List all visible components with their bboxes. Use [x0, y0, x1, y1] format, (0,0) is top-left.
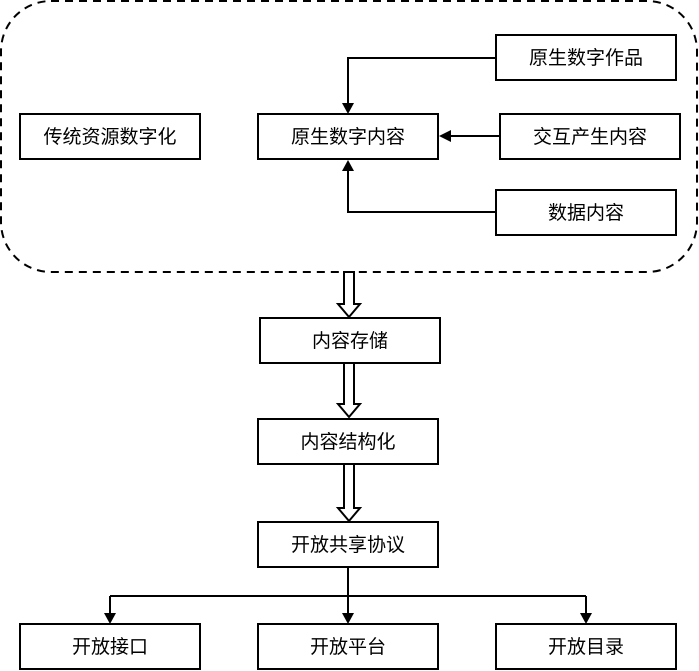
connector-data-to-native: [342, 160, 496, 213]
node-data-content: 数据内容: [495, 189, 677, 236]
connector-interactive-to-native: [439, 130, 500, 142]
node-content-structuring-label: 内容结构化: [300, 431, 395, 453]
node-native-digital-content-label: 原生数字内容: [291, 126, 405, 148]
node-native-digital-content: 原生数字内容: [257, 113, 439, 160]
node-open-interface-label: 开放接口: [72, 636, 148, 658]
flow-arrow-group-to-storage: [335, 271, 363, 319]
node-data-content-label: 数据内容: [548, 202, 624, 224]
connector-works-to-native: [342, 57, 496, 114]
node-interactive-content: 交互产生内容: [499, 113, 681, 160]
node-open-interface: 开放接口: [19, 623, 201, 670]
flow-arrow-structuring-to-protocol: [335, 463, 363, 523]
flow-arrow-storage-to-structuring: [335, 362, 363, 419]
node-open-sharing-protocol-label: 开放共享协议: [291, 534, 405, 556]
node-content-structuring: 内容结构化: [257, 418, 439, 465]
node-open-platform: 开放平台: [257, 623, 439, 670]
node-interactive-content-label: 交互产生内容: [533, 126, 647, 148]
node-content-storage-label: 内容存储: [312, 330, 388, 352]
node-open-sharing-protocol: 开放共享协议: [257, 521, 439, 568]
node-open-catalog-label: 开放目录: [548, 636, 624, 658]
node-open-platform-label: 开放平台: [310, 636, 386, 658]
node-traditional-digitization-label: 传统资源数字化: [43, 126, 176, 148]
node-native-digital-works-label: 原生数字作品: [529, 47, 643, 69]
node-native-digital-works: 原生数字作品: [495, 34, 677, 81]
connector-protocol-branches: [104, 567, 592, 624]
node-content-storage: 内容存储: [259, 317, 441, 364]
node-traditional-digitization: 传统资源数字化: [19, 113, 201, 160]
node-open-catalog: 开放目录: [495, 623, 677, 670]
